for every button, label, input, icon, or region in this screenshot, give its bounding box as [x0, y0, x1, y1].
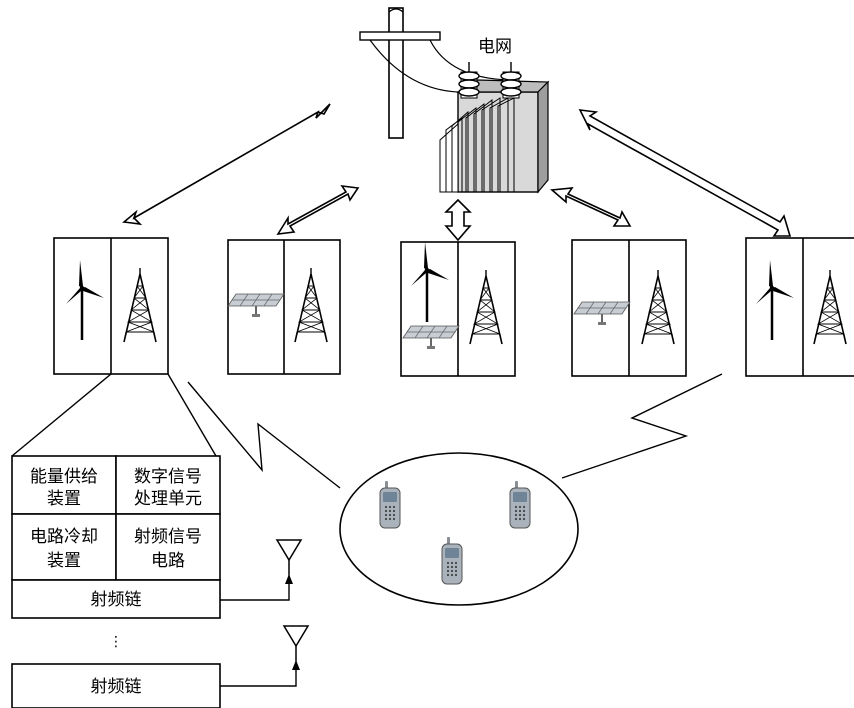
base-station-1 [54, 238, 168, 374]
base-station-4 [572, 240, 686, 376]
power-grid: 电网 [360, 8, 548, 192]
base-station-5 [746, 238, 854, 376]
dsp-label-1: 数字信号 [134, 467, 202, 487]
mobile-phone-icon [380, 481, 400, 528]
energy-supply-label-1: 能量供给 [30, 467, 98, 487]
grid-arrow-bs1 [124, 104, 330, 224]
energy-supply-label-2: 装置 [47, 489, 81, 509]
ellipsis: ⋮ [109, 634, 123, 650]
cooling-label-2: 装置 [47, 551, 81, 571]
antenna-icon [277, 540, 301, 574]
base-station-2 [228, 240, 340, 374]
zoom-line-left [12, 374, 111, 456]
base-station-components: 能量供给 装置 数字信号 处理单元 电路冷却 装置 射频信号 电路 射频链 ⋮ … [12, 456, 220, 708]
grid-arrow-bs4 [552, 188, 630, 226]
antenna-icon [284, 626, 308, 660]
base-station-3 [401, 242, 515, 376]
mobile-phone-icon [510, 481, 530, 528]
rf-chain-label-2: 射频链 [91, 677, 142, 697]
transformer-icon [440, 62, 548, 192]
antenna-2 [220, 626, 308, 686]
rf-circuit-label-2: 电路 [151, 551, 185, 571]
grid-arrow-bs2 [278, 186, 358, 234]
dsp-label-2: 处理单元 [134, 489, 202, 509]
rf-chain-label: 射频链 [91, 590, 142, 610]
rf-circuit-label-1: 射频信号 [134, 527, 202, 547]
grid-label: 电网 [478, 37, 512, 57]
user-area [340, 453, 578, 605]
cooling-label-1: 电路冷却 [30, 527, 98, 547]
antenna-1 [220, 540, 301, 600]
grid-arrow-bs3 [446, 200, 470, 240]
mobile-phone-icon [442, 537, 462, 584]
wireless-link-right [562, 374, 722, 478]
